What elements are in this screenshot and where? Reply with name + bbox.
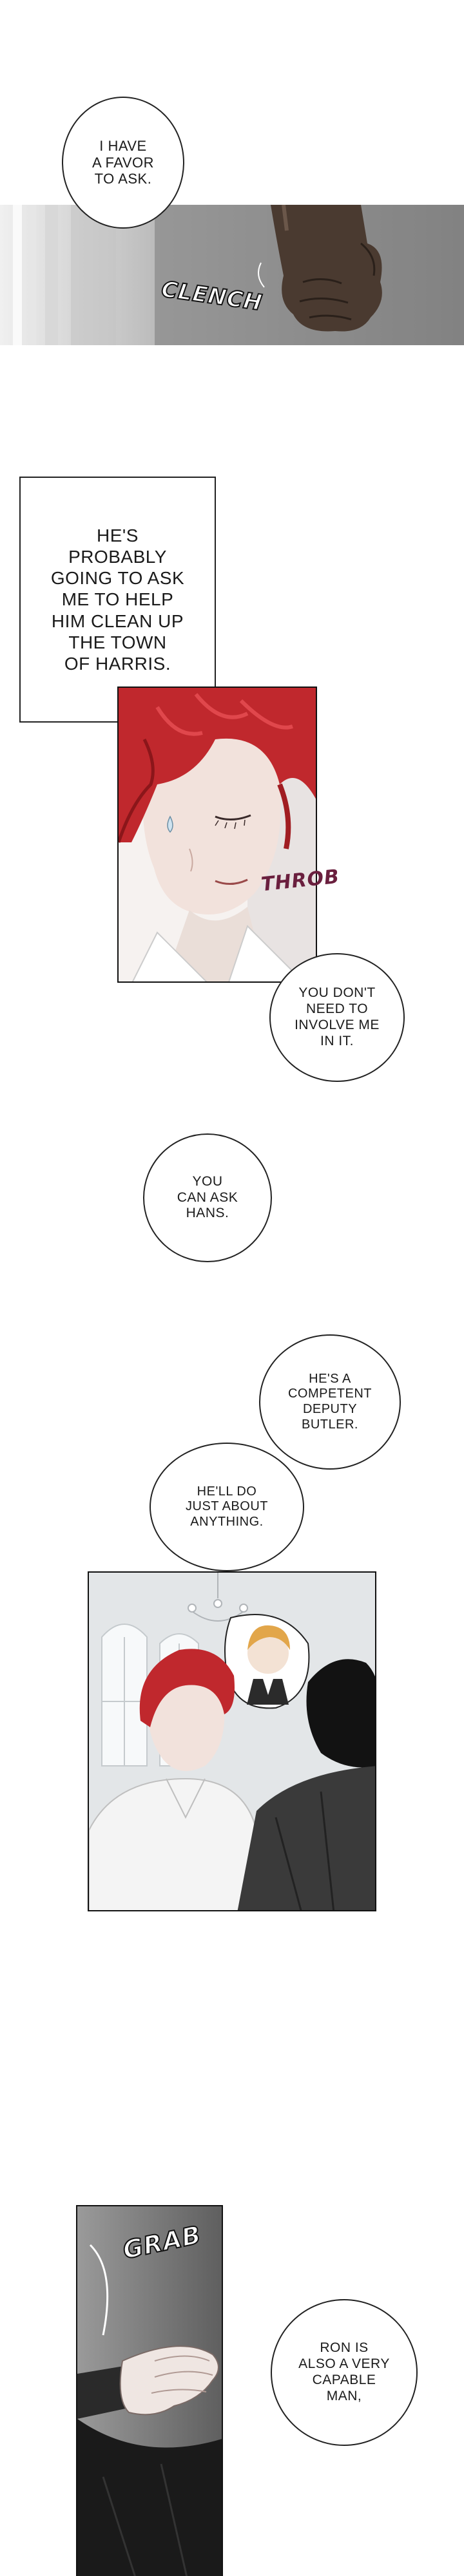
red-hair xyxy=(119,688,316,849)
redhead-closeup-art xyxy=(119,688,316,981)
grabbing-hand xyxy=(77,2345,219,2419)
speech-bubble-ask-hans: YOU CAN ASK HANS. xyxy=(143,1133,272,1262)
narration-box-harris: HE'S PROBABLY GOING TO ASK ME TO HELP HI… xyxy=(19,477,216,723)
speech-bubble-anything: HE'LL DO JUST ABOUT ANYTHING. xyxy=(150,1443,304,1571)
grab-scene-art xyxy=(77,2206,222,2576)
red-haired-man xyxy=(89,1649,264,1910)
panel-hall-scene xyxy=(88,1571,376,1911)
sweat-drop xyxy=(167,815,173,833)
speech-text-competent: HE'S A COMPETENT DEPUTY BUTLER. xyxy=(287,1371,372,1432)
panel-redhead-closeup xyxy=(117,687,317,983)
speech-text-favor: I HAVE A FAVOR TO ASK. xyxy=(92,137,154,187)
hall-scene-art xyxy=(89,1573,375,1910)
speech-text-anything: HE'LL DO JUST ABOUT ANYTHING. xyxy=(186,1484,268,1529)
speech-bubble-ron: RON IS ALSO A VERY CAPABLE MAN, xyxy=(271,2299,418,2446)
speech-text-dont-involve: YOU DON'T NEED TO INVOLVE ME IN IT. xyxy=(295,985,380,1048)
panel-grab xyxy=(76,2205,223,2576)
chandelier xyxy=(188,1573,248,1622)
speech-text-ron: RON IS ALSO A VERY CAPABLE MAN, xyxy=(298,2340,390,2403)
clench-scene-art xyxy=(0,205,464,345)
clenched-fist xyxy=(271,205,382,332)
speech-bubble-dont-involve: YOU DON'T NEED TO INVOLVE ME IN IT. xyxy=(269,953,405,1082)
speech-bubble-favor: I HAVE A FAVOR TO ASK. xyxy=(62,97,184,229)
narration-text-harris: HE'S PROBABLY GOING TO ASK ME TO HELP HI… xyxy=(50,526,185,674)
panel-clench xyxy=(0,205,464,345)
speech-bubble-competent: HE'S A COMPETENT DEPUTY BUTLER. xyxy=(259,1334,401,1470)
thought-bubble-hans xyxy=(224,1614,310,1709)
speech-text-ask-hans: YOU CAN ASK HANS. xyxy=(177,1173,238,1221)
dark-haired-man xyxy=(237,1659,375,1910)
